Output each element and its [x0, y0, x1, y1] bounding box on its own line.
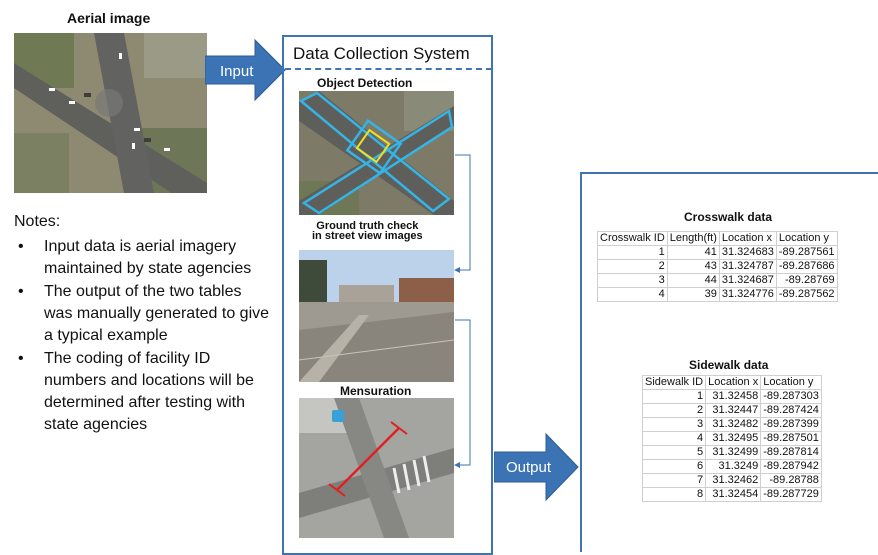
table-cell: -89.28769: [775, 273, 838, 288]
table-cell: -89.287942: [760, 459, 822, 474]
sidewalk-table-title: Sidewalk data: [689, 358, 769, 372]
table-cell: -89.287729: [760, 487, 822, 502]
table-row: 3 44 31.324687 -89.28769: [597, 273, 838, 288]
table-row: 1 31.32458 -89.287303: [641, 389, 822, 404]
table-row: 6 31.3249 -89.287942: [641, 459, 822, 474]
table-cell: 31.32462: [705, 473, 762, 488]
table-cell: 6: [641, 459, 707, 474]
input-arrow: [205, 38, 286, 102]
table-cell: 7: [641, 473, 707, 488]
table-cell: 8: [641, 487, 707, 502]
header-cell: Length(ft): [666, 231, 720, 246]
table-cell: 31.3249: [705, 459, 762, 474]
output-arrow: [494, 432, 579, 502]
table-cell: 31.324787: [718, 259, 777, 274]
data-collection-system-title: Data Collection System: [293, 44, 470, 63]
table-cell: -89.287303: [760, 389, 822, 404]
table-cell: 1: [597, 245, 668, 260]
aerial-image: [14, 33, 207, 193]
header-cell: Location x: [705, 375, 762, 390]
header-cell: Location y: [775, 231, 838, 246]
table-cell: -89.287686: [775, 259, 838, 274]
table-cell: 31.32499: [705, 445, 762, 460]
crosswalk-table: Crosswalk ID Length(ft) Location x Locat…: [597, 231, 838, 302]
table-cell: 4: [597, 287, 668, 302]
system-divider: [285, 68, 492, 70]
table-cell: 31.32458: [705, 389, 762, 404]
process-flow-bracket: [454, 154, 471, 468]
note-item: The coding of facility ID numbers and lo…: [14, 348, 272, 436]
note-item: Input data is aerial imagery maintained …: [14, 236, 272, 280]
table-cell: -89.287501: [760, 431, 822, 446]
header-cell: Location y: [760, 375, 822, 390]
table-cell: 31.32447: [705, 403, 762, 418]
ground-truth-title-line2: in street view images: [312, 230, 423, 242]
object-detection-image: [299, 91, 454, 215]
aerial-image-title: Aerial image: [67, 10, 151, 26]
ground-truth-title: Ground truth check in street view images: [312, 220, 423, 242]
table-cell: -89.287561: [775, 245, 838, 260]
table-cell: -89.28788: [760, 473, 822, 488]
table-row: 5 31.32499 -89.287814: [641, 445, 822, 460]
table-cell: -89.287399: [760, 417, 822, 432]
table-cell: 41: [666, 245, 720, 260]
table-row: 2 31.32447 -89.287424: [641, 403, 822, 418]
ground-truth-title-line1: Ground truth check: [316, 220, 419, 232]
table-row: 1 41 31.324683 -89.287561: [597, 245, 838, 260]
mensuration-image: [299, 398, 454, 538]
table-cell: 31.324687: [718, 273, 777, 288]
note-item: The output of the two tables was manuall…: [14, 281, 272, 347]
table-cell: 31.32482: [705, 417, 762, 432]
table-cell: 3: [641, 417, 707, 432]
street-view-image: [299, 250, 454, 382]
table-cell: 2: [641, 403, 707, 418]
header-cell: Crosswalk ID: [597, 231, 668, 246]
header-cell: Location x: [718, 231, 777, 246]
table-cell: 4: [641, 431, 707, 446]
output-label: Output: [506, 459, 552, 476]
sidewalk-table: Sidewalk ID Location x Location y 1 31.3…: [641, 375, 822, 502]
table-row: 3 31.32482 -89.287399: [641, 417, 822, 432]
table-row: 4 39 31.324776 -89.287562: [597, 287, 838, 302]
table-row: 4 31.32495 -89.287501: [641, 431, 822, 446]
table-cell: 44: [666, 273, 720, 288]
object-detection-title: Object Detection: [317, 76, 413, 90]
table-row: 2 43 31.324787 -89.287686: [597, 259, 838, 274]
table-cell: 2: [597, 259, 668, 274]
table-cell: 43: [666, 259, 720, 274]
table-cell: 31.32454: [705, 487, 762, 502]
table-cell: 5: [641, 445, 707, 460]
table-cell: 31.32495: [705, 431, 762, 446]
table-row: 8 31.32454 -89.287729: [641, 487, 822, 502]
table-cell: 3: [597, 273, 668, 288]
notes-list: Input data is aerial imagery maintained …: [14, 236, 272, 437]
table-cell: 39: [666, 287, 720, 302]
crosswalk-table-title: Crosswalk data: [684, 210, 773, 224]
table-cell: 1: [641, 389, 707, 404]
table-cell: -89.287562: [775, 287, 838, 302]
header-cell: Sidewalk ID: [641, 375, 707, 390]
table-header-row: Crosswalk ID Length(ft) Location x Locat…: [597, 231, 838, 246]
mensuration-title: Mensuration: [340, 384, 412, 398]
notes-heading: Notes:: [14, 213, 61, 230]
table-cell: 31.324683: [718, 245, 777, 260]
table-header-row: Sidewalk ID Location x Location y: [641, 375, 822, 390]
table-row: 7 31.32462 -89.28788: [641, 473, 822, 488]
table-cell: -89.287814: [760, 445, 822, 460]
output-box: [580, 172, 878, 552]
input-label: Input: [220, 63, 254, 80]
table-cell: 31.324776: [718, 287, 777, 302]
table-cell: -89.287424: [760, 403, 822, 418]
